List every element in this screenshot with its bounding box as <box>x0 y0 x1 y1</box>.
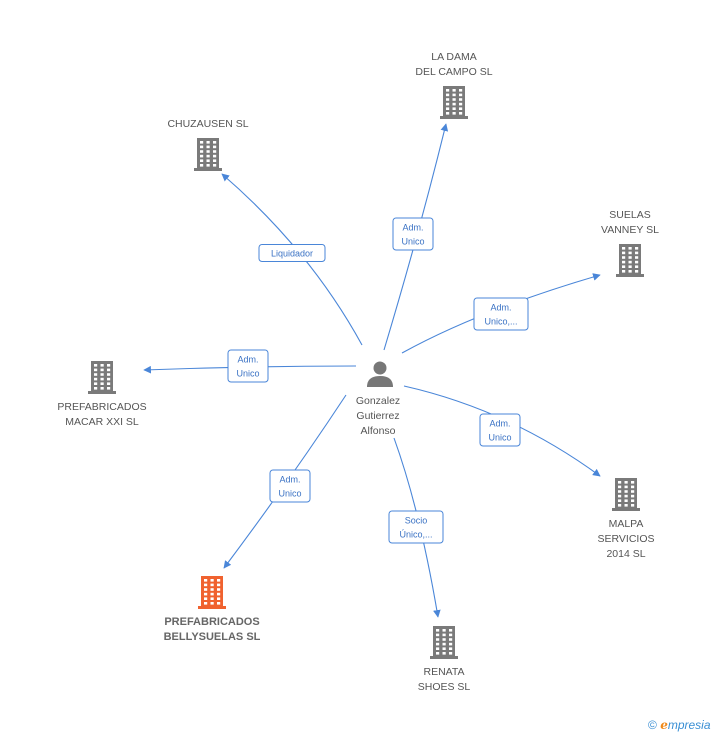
company-name[interactable]: SHOES SL <box>418 681 471 693</box>
person-name[interactable]: Alfonso <box>360 425 395 437</box>
relation-label-text: Unico,... <box>484 317 517 327</box>
building-icon[interactable] <box>612 478 640 511</box>
relation-label-box <box>392 217 434 251</box>
person-name[interactable]: Gutierrez <box>356 410 399 422</box>
company-name[interactable]: PREFABRICADOS <box>164 616 259 628</box>
edge-prefabricados-bellysuelas: Adm. Unico <box>223 394 347 569</box>
relation-label[interactable]: Adm. Unico <box>392 217 434 251</box>
company-name[interactable]: VANNEY SL <box>601 224 659 236</box>
relation-label[interactable]: Liquidador <box>258 244 326 262</box>
company-name[interactable]: PREFABRICADOS <box>57 401 146 413</box>
relation-label[interactable]: Adm. Unico,... <box>473 297 529 331</box>
relation-label-text: Único,... <box>399 530 432 540</box>
company-name[interactable]: LA DAMA <box>431 51 477 63</box>
relation-label-text: Liquidador <box>271 249 313 259</box>
relation-label[interactable]: Adm. Unico <box>227 349 269 383</box>
building-icon[interactable] <box>88 361 116 394</box>
relation-label-text: Adm. <box>402 223 423 233</box>
company-node-renata-shoes[interactable]: RENATA SHOES SL <box>418 626 471 693</box>
relation-label-box <box>258 244 326 262</box>
company-node-prefabricados-macar[interactable]: PREFABRICADOS MACAR XXI SL <box>57 361 147 428</box>
brand-logo-e: e <box>660 718 668 732</box>
company-node-chuzausen[interactable]: CHUZAUSEN SL <box>167 118 249 171</box>
relation-label-box <box>269 469 311 503</box>
person-name[interactable]: Gonzalez <box>356 395 400 407</box>
company-node-malpa-servicios[interactable]: MALPA SERVICIOS 2014 SL <box>598 478 655 560</box>
building-icon[interactable] <box>194 138 222 171</box>
company-name[interactable]: MACAR XXI SL <box>65 416 139 428</box>
relation-label-text: Adm. <box>237 355 258 365</box>
relation-label-text: Unico <box>488 433 511 443</box>
relation-label-box <box>227 349 269 383</box>
company-name[interactable]: MALPA <box>609 518 644 530</box>
company-node-la-dama-del-campo[interactable]: LA DAMA DEL CAMPO SL <box>415 51 493 119</box>
edge-la-dama-del-campo: Adm. Unico <box>383 123 449 351</box>
building-icon[interactable] <box>430 626 458 659</box>
company-name[interactable]: BELLYSUELAS SL <box>164 631 261 643</box>
brand-name: mpresia <box>667 718 711 732</box>
edge-malpa-servicios: Adm. Unico <box>403 385 601 477</box>
relation-label-text: Adm. <box>490 303 511 313</box>
company-name[interactable]: RENATA <box>423 666 464 678</box>
relation-label[interactable]: Adm. Unico <box>269 469 311 503</box>
edge-renata-shoes: SocioÚnico,... <box>388 437 444 618</box>
building-icon[interactable] <box>198 576 226 609</box>
relation-label-text: Unico <box>401 237 424 247</box>
relation-label[interactable]: SocioÚnico,... <box>388 510 444 544</box>
relation-label-box <box>388 510 444 544</box>
company-name[interactable]: DEL CAMPO SL <box>415 66 492 78</box>
relation-label-text: Adm. <box>279 475 300 485</box>
company-name[interactable]: SUELAS <box>609 209 650 221</box>
edge-prefabricados-macar: Adm. Unico <box>143 349 357 383</box>
company-node-suelas-vanney[interactable]: SUELAS VANNEY SL <box>601 209 659 277</box>
building-icon[interactable] <box>440 86 468 119</box>
relation-label-text: Adm. <box>489 419 510 429</box>
relation-label-box <box>479 413 521 447</box>
building-icon[interactable] <box>616 244 644 277</box>
edge-suelas-vanney: Adm. Unico,... <box>401 273 601 354</box>
person-icon[interactable] <box>367 361 393 388</box>
footer-brand[interactable]: © empresia <box>648 718 711 732</box>
relation-label[interactable]: Adm. Unico <box>479 413 521 447</box>
relation-label-text: Unico <box>236 369 259 379</box>
relation-label-box <box>473 297 529 331</box>
company-node-prefabricados-bellysuelas[interactable]: PREFABRICADOS BELLYSUELAS SL <box>164 576 261 643</box>
relation-label-text: Socio <box>405 516 428 526</box>
copyright-symbol: © <box>648 718 657 732</box>
edge-chuzausen: Liquidador <box>221 173 363 346</box>
relation-label-text: Unico <box>278 489 301 499</box>
company-name[interactable]: SERVICIOS <box>598 533 655 545</box>
company-name[interactable]: CHUZAUSEN SL <box>167 118 248 130</box>
company-name[interactable]: 2014 SL <box>606 548 645 560</box>
